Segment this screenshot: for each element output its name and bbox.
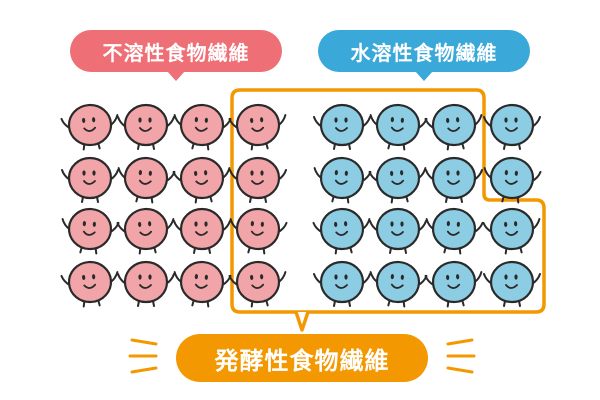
character-grid (60, 103, 542, 308)
insoluble-fiber-label: 不溶性食物繊維 (70, 30, 282, 72)
pink-character (117, 260, 175, 307)
insoluble-label-pointer (167, 71, 185, 81)
pink-character (229, 156, 287, 203)
pink-character (172, 156, 231, 204)
fermentable-fiber-label: 発酵性食物繊維 (176, 334, 428, 382)
blue-character (313, 156, 372, 204)
pink-character (61, 156, 119, 203)
pink-character (117, 156, 176, 204)
blue-character (424, 260, 483, 308)
soluble-fiber-text: 水溶性食物繊維 (350, 40, 498, 65)
soluble-fiber-label: 水溶性食物繊維 (318, 30, 530, 72)
blue-character (369, 260, 428, 308)
blue-character (483, 260, 541, 307)
pink-character (228, 103, 287, 151)
fermentable-fiber-text: 発酵性食物繊維 (214, 346, 390, 375)
blue-character (313, 103, 371, 150)
blue-character (369, 207, 427, 254)
pink-character (61, 207, 120, 255)
blue-character (483, 156, 542, 204)
blue-character (313, 260, 371, 307)
insoluble-fiber-text: 不溶性食物繊維 (102, 40, 250, 65)
sparkle-lines-icon (128, 338, 476, 374)
pink-character (173, 207, 231, 254)
pink-character (117, 103, 175, 150)
pink-character (229, 207, 288, 255)
pink-character (116, 207, 175, 255)
bracket-pointer (294, 311, 310, 332)
blue-character (482, 207, 541, 255)
pink-character (173, 103, 232, 151)
pink-character (60, 260, 119, 308)
pink-character (173, 260, 232, 308)
blue-character (483, 103, 541, 150)
blue-character (424, 103, 483, 151)
pink-character (60, 103, 119, 151)
blue-character (369, 103, 428, 151)
blue-character (425, 207, 484, 255)
pink-character (228, 260, 287, 308)
fermentable-bracket (230, 88, 546, 314)
blue-character (368, 156, 427, 204)
blue-character (425, 156, 483, 203)
blue-character (312, 207, 371, 255)
soluble-label-pointer (415, 71, 433, 81)
